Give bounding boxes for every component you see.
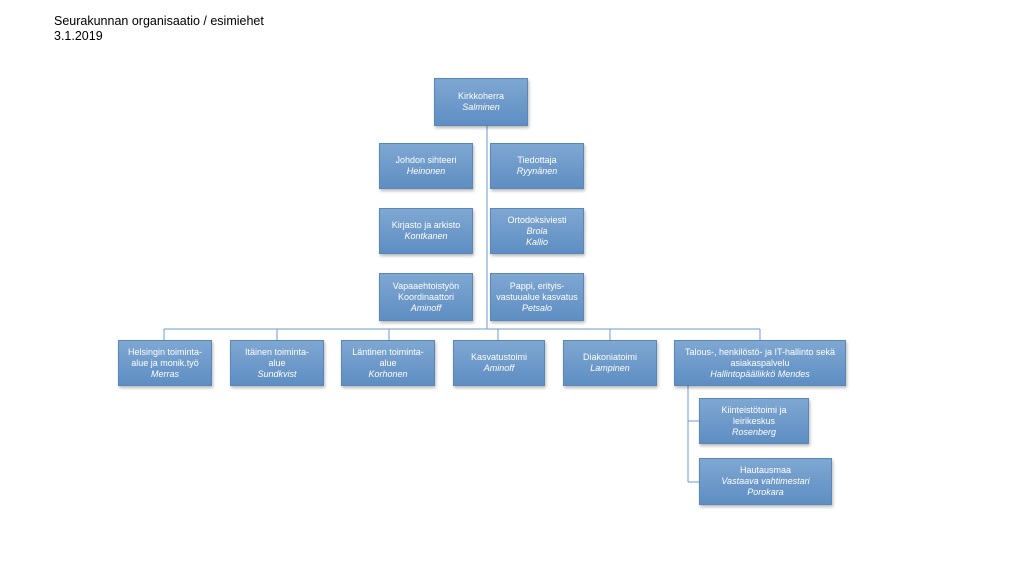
title-line: Seurakunnan organisaatio / esimiehet xyxy=(54,14,264,28)
node-role: Tiedottaja xyxy=(517,155,557,165)
node-role: Itäinen toiminta- xyxy=(244,346,310,357)
node-talous[interactable]: Talous-, henkilöstö- ja IT-hallinto sekä… xyxy=(674,340,846,386)
node-role: Kirjasto ja arkisto xyxy=(391,220,461,230)
node-person: Vastaava vahtimestari xyxy=(721,476,810,486)
node-person: Kontkanen xyxy=(404,231,448,241)
node-role: Talous-, henkilöstö- ja IT-hallinto sekä xyxy=(684,346,836,357)
node-role: alue xyxy=(268,357,286,368)
node-hautausmaa[interactable]: Hautausmaa Vastaava vahtimestari Porokar… xyxy=(699,458,832,505)
node-person: Aminoff xyxy=(410,302,442,313)
node-person: Korhonen xyxy=(368,368,408,379)
title-date: 3.1.2019 xyxy=(54,29,103,43)
node-role: Pappi, erityis- xyxy=(509,280,565,291)
node-person: Rosenberg xyxy=(731,426,777,437)
node-johdon-sihteeri[interactable]: Johdon sihteeri Heinonen xyxy=(379,143,473,189)
node-person: Heinonen xyxy=(406,166,446,176)
page-title: Seurakunnan organisaatio / esimiehet 3.1… xyxy=(54,14,264,44)
node-kiinteistotoimi[interactable]: Kiinteistötoimi ja leirikeskus Rosenberg xyxy=(699,398,809,444)
node-itainen[interactable]: Itäinen toiminta- alue Sundkvist xyxy=(230,340,324,386)
node-pappi[interactable]: Pappi, erityis- vastuualue kasvatus Pets… xyxy=(490,273,584,321)
node-role: Koordinaattori xyxy=(397,291,455,302)
node-person: Salminen xyxy=(462,102,500,112)
node-vapaaehtoistyo[interactable]: Vapaaehtoistyön Koordinaattori Aminoff xyxy=(379,273,473,321)
node-role: asiakaspalvelu xyxy=(730,357,790,368)
node-role: Helsingin toiminta- xyxy=(127,346,203,357)
node-role: Johdon sihteeri xyxy=(395,155,457,165)
node-person: Merras xyxy=(150,368,179,379)
node-role: leirikeskus xyxy=(732,415,775,426)
node-role: Kirkkoherra xyxy=(457,91,504,101)
node-tiedottaja[interactable]: Tiedottaja Ryynänen xyxy=(490,143,584,189)
node-role: Diakoniatoimi xyxy=(582,352,638,362)
node-role: alue xyxy=(379,357,397,368)
node-person: Ryynänen xyxy=(516,166,558,176)
node-role: Ortodoksiviesti xyxy=(507,214,567,225)
node-role: Kiinteistötoimi ja xyxy=(721,404,787,415)
node-role: vastuualue kasvatus xyxy=(496,291,578,302)
node-person: Porokara xyxy=(747,487,784,497)
node-person: Kallio xyxy=(525,236,548,247)
node-person: Aminoff xyxy=(483,363,515,373)
node-role: Vapaaehtoistyön xyxy=(392,280,460,291)
node-role: Läntinen toiminta- xyxy=(352,346,424,357)
node-person: Petsalo xyxy=(521,302,553,313)
node-kasvatustoimi[interactable]: Kasvatustoimi Aminoff xyxy=(453,340,545,386)
node-ortodoksiviesti[interactable]: Ortodoksiviesti Brola Kallio xyxy=(490,208,584,254)
node-helsingin[interactable]: Helsingin toiminta- alue ja monik.työ Me… xyxy=(118,340,212,386)
node-role: alue ja monik.työ xyxy=(131,357,199,368)
node-role: Kasvatustoimi xyxy=(470,352,528,362)
node-lantinen[interactable]: Läntinen toiminta- alue Korhonen xyxy=(341,340,435,386)
node-kirkkoherra[interactable]: Kirkkoherra Salminen xyxy=(434,78,528,126)
node-person: Brola xyxy=(526,225,548,236)
node-person: Hallintopäällikkö Mendes xyxy=(710,368,810,379)
node-kirjasto[interactable]: Kirjasto ja arkisto Kontkanen xyxy=(379,208,473,254)
node-diakoniatoimi[interactable]: Diakoniatoimi Lampinen xyxy=(563,340,657,386)
node-person: Sundkvist xyxy=(257,368,297,379)
node-role: Hautausmaa xyxy=(739,465,792,475)
node-person: Lampinen xyxy=(590,363,630,373)
